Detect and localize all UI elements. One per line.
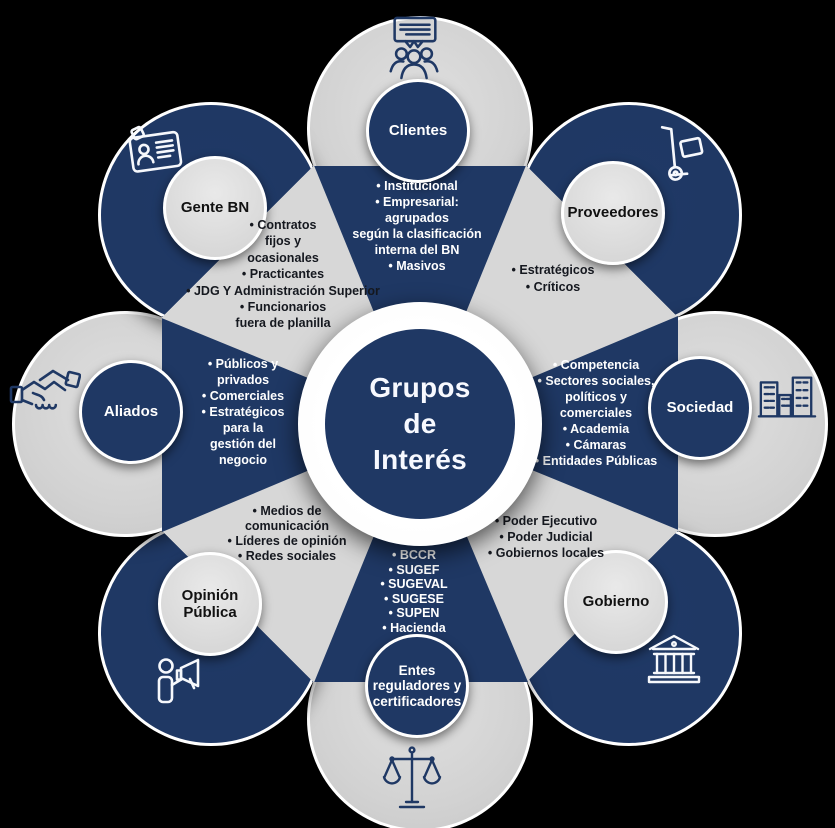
label-opinion-publica: Opinión Pública: [181, 586, 239, 621]
label-proveedores: Proveedores: [567, 204, 659, 222]
bullets-opinion-publica: • Medios de comunicación • Líderes de op…: [227, 504, 347, 563]
label-circle-gobierno: Gobierno: [564, 550, 668, 654]
label-circle-aliados: Aliados: [79, 360, 183, 464]
handshake-icon: [9, 362, 81, 420]
bullets-sociedad: • Competencia • Sectores sociales, polít…: [534, 358, 658, 468]
bullets-gobierno: • Poder Ejecutivo • Poder Judicial • Gob…: [487, 514, 605, 560]
bullets-gente-bn: • Contratos fijos y ocasionales • Practi…: [186, 218, 380, 331]
label-entes-reguladores: Entes reguladores y certificadores: [372, 662, 462, 709]
bullets-proveedores: • Estratégicos • Críticos: [511, 263, 595, 294]
government-building-icon: [644, 629, 704, 687]
label-circle-gente-bn: Gente BN: [163, 156, 267, 260]
label-circle-entes-reguladores: Entes reguladores y certificadores: [365, 634, 469, 738]
bullets-aliados: • Públicos y privados • Comerciales • Es…: [201, 357, 285, 467]
bullets-clientes: • Institucional • Empresarial: agrupados…: [352, 179, 482, 273]
presentation-audience-icon: [383, 14, 445, 80]
diagram-title: Grupos de Interés: [369, 372, 471, 475]
label-sociedad: Sociedad: [666, 399, 734, 417]
city-buildings-icon: [756, 368, 818, 426]
id-card-icon: [124, 120, 186, 180]
label-gobierno: Gobierno: [582, 593, 650, 611]
label-circle-opinion-publica: Opinión Pública: [158, 552, 262, 656]
bullets-entes-reguladores: • BCCR • SUGEF • SUGEVAL • SUGESE • SUPE…: [380, 548, 448, 635]
label-circle-clientes: Clientes: [366, 79, 470, 183]
hand-truck-icon: [645, 124, 711, 190]
label-clientes: Clientes: [388, 122, 448, 140]
center-core: Grupos de Interés: [325, 329, 515, 519]
label-aliados: Aliados: [103, 403, 159, 421]
megaphone-person-icon: [150, 653, 210, 715]
label-circle-proveedores: Proveedores: [561, 161, 665, 265]
label-circle-sociedad: Sociedad: [648, 356, 752, 460]
center-circle: Grupos de Interés: [298, 302, 542, 546]
label-gente-bn: Gente BN: [180, 199, 250, 217]
justice-scales-icon: [380, 744, 444, 812]
